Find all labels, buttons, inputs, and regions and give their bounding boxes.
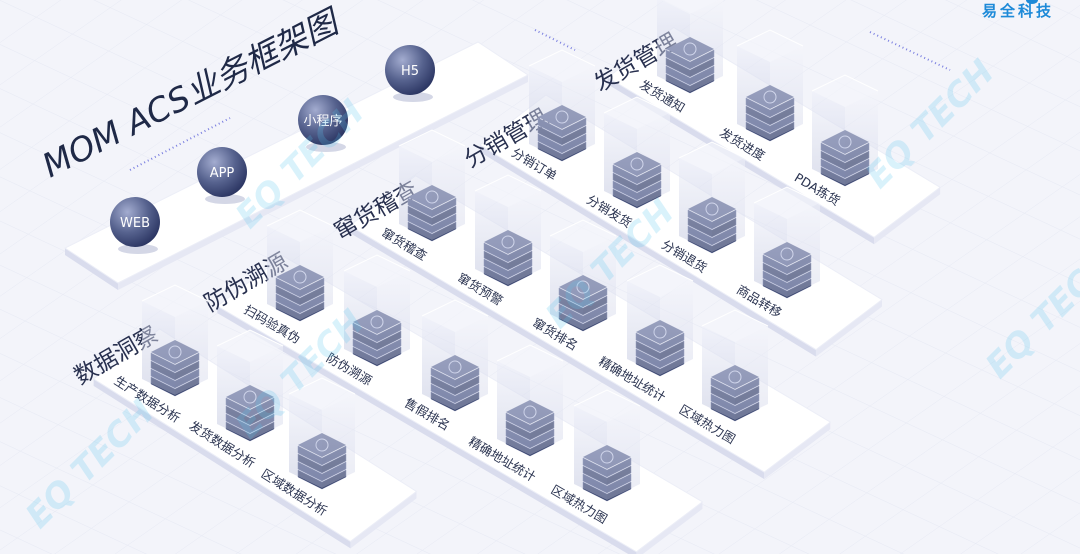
module-item[interactable]: 分销发货 [584,96,671,231]
module-cube-icon [288,377,356,490]
client-sphere[interactable]: H5 [385,45,435,102]
module-item[interactable]: 防伪溯源 [324,254,411,388]
module-cube-icon [549,219,617,332]
client-sphere[interactable]: WEB [110,197,160,254]
module-cube-icon [474,174,542,287]
decor-dotted-line [129,117,231,171]
company-logo: 易全科技 [982,0,1054,20]
module-cube-icon [678,141,746,254]
module-cube-icon [421,299,489,412]
client-platform [64,41,529,290]
client-label: 小程序 [303,114,342,129]
module-cube-icon [496,344,564,457]
module-item[interactable]: 售假排名 [402,299,489,433]
logo-mark-icon [1026,0,1038,4]
client-label: WEB [120,216,150,231]
client-label: APP [210,166,235,181]
module-item[interactable]: 商品转移 [734,186,821,321]
module-cube-icon [811,74,879,187]
client-sphere[interactable]: APP [197,147,247,204]
decor-dotted-line [869,31,951,71]
module-cube-icon [266,209,334,322]
module-cube-icon [343,254,411,367]
module-cube-icon [141,284,209,397]
module-cube-icon [603,96,671,209]
client-label: H5 [401,64,419,79]
module-cube-icon [626,264,694,377]
module-cube-icon [573,389,641,502]
module-cube-icon [528,49,596,162]
module-cube-icon [736,29,804,142]
module-item[interactable]: 窜货预警 [455,174,542,308]
module-item[interactable]: 分销退货 [659,141,746,276]
module-item[interactable]: 生产数据分析 [112,284,209,426]
module-cube-icon [398,129,466,242]
module-cube-icon [701,309,769,422]
module-cube-icon [657,0,723,94]
module-cube-icon [753,186,821,299]
module-cube-icon [216,329,284,442]
client-sphere[interactable]: 小程序 [298,95,348,152]
logo-text: 易全科技 [982,2,1054,20]
